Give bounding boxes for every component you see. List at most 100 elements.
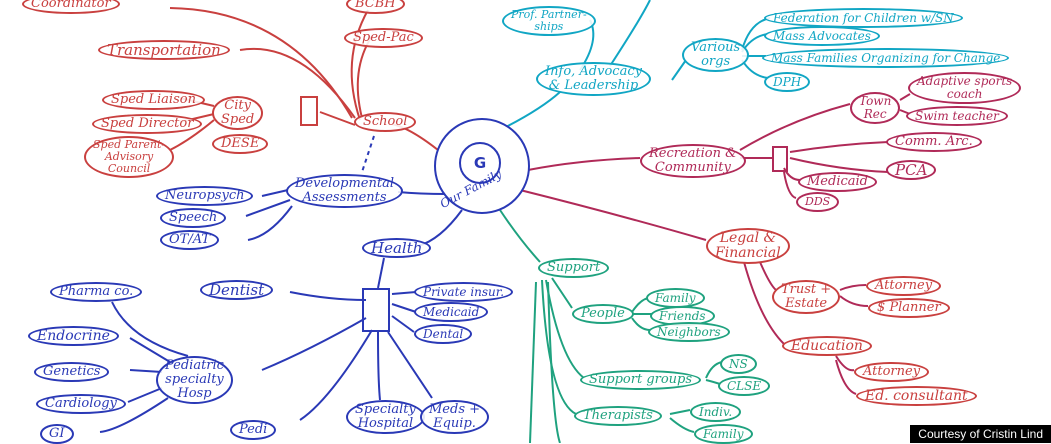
connector-legal-education xyxy=(743,261,785,345)
connector-box-peds xyxy=(261,317,367,371)
connector-support-people xyxy=(551,277,573,309)
connector-people-neighbors xyxy=(631,317,651,331)
node-swim-teacher: Swim teacher xyxy=(906,106,1008,126)
connector-box-comm xyxy=(789,141,889,153)
node-mass-families: Mass Families Organizing for Change xyxy=(762,48,1010,68)
connector-school-dev xyxy=(361,135,375,173)
connector-orgs-dph xyxy=(741,59,769,79)
node-dentist: Dentist xyxy=(200,280,274,300)
connector-health xyxy=(417,209,463,247)
node-developmental-assessments: Developmental Assessments xyxy=(286,174,403,208)
node-health: Health xyxy=(362,238,432,258)
node-education: Education xyxy=(782,336,872,356)
node-trust-estate: Trust + Estate xyxy=(772,280,841,314)
connector-edu-attorney xyxy=(835,355,855,372)
connector-town-adaptive xyxy=(899,93,911,101)
node-cardiology: Cardiology xyxy=(36,394,126,414)
node-dese: DESE xyxy=(212,134,269,154)
node-ed-consultant: Ed. consultant xyxy=(856,386,977,406)
node-dph: DPH xyxy=(764,72,811,92)
node-pharma-co: Pharma co. xyxy=(50,282,143,302)
connector-rec-town xyxy=(739,103,851,151)
connector-school-city xyxy=(319,111,356,126)
connector-support-down1 xyxy=(529,281,537,443)
connector-recreation xyxy=(527,157,641,171)
connector-health-box xyxy=(377,257,385,289)
connector-box-pca xyxy=(789,157,889,173)
connector-city-parent xyxy=(169,119,215,151)
connector-peds-genetics xyxy=(129,369,163,373)
connector-edu-consult xyxy=(835,359,857,395)
node-transportation: Transportation xyxy=(98,40,230,60)
connector-ther-family xyxy=(669,417,695,433)
connector-peds-endocrine xyxy=(129,337,171,363)
node-dds: DDS xyxy=(796,192,840,212)
connector-box-pedi xyxy=(299,329,373,421)
connector-school-spedpac xyxy=(356,35,373,119)
connector-trust-attorney xyxy=(839,284,867,291)
connector-devassess xyxy=(397,191,447,195)
connector-peds-pharma xyxy=(111,301,189,357)
connector-box-dds xyxy=(783,171,797,199)
connector-support xyxy=(499,209,541,263)
node-clse: CLSE xyxy=(718,376,771,396)
node-adaptive-sports: Adaptive sports coach xyxy=(908,72,1022,104)
node-town-rec: Town Rec xyxy=(850,92,901,124)
node-neighbors: Neighbors xyxy=(648,322,730,342)
connector-legal-trust xyxy=(759,261,777,291)
connector-dev-otat xyxy=(247,205,293,241)
node-genetics: Genetics xyxy=(34,362,110,382)
connector-peds-cardio xyxy=(127,387,163,403)
connector-support-therapists xyxy=(541,279,577,415)
node-bcbh: BCBH xyxy=(346,0,405,14)
node-sped-parent-council: Sped Parent- Advisory Council xyxy=(84,136,175,178)
node-attorney-trust: Attorney xyxy=(866,276,942,296)
health-grid-box xyxy=(362,288,390,332)
node-legal-financial: Legal & Financial xyxy=(706,228,790,264)
node-info-advocacy: Info, Advocacy & Leadership xyxy=(536,62,651,96)
node-comm-arc: Comm. Arc. xyxy=(886,132,982,152)
node-endocrine: Endocrine xyxy=(28,326,119,346)
node-speech: Speech xyxy=(160,208,227,228)
connector-info xyxy=(499,91,561,131)
node-sped-pac: Sped-Pac xyxy=(344,28,423,48)
connector-school-coordinator xyxy=(169,7,353,119)
connector-info-orgs xyxy=(671,59,687,81)
node-specialty-hospital: Specialty Hospital xyxy=(346,400,425,434)
node-medicaid-rec: Medicaid xyxy=(798,172,877,192)
node-prof-partnerships: Prof. Partner- ships xyxy=(502,6,596,36)
recreation-grid-box xyxy=(772,146,788,172)
connector-box-private xyxy=(391,291,417,295)
node-people: People xyxy=(572,304,634,324)
connector-box-medicaid xyxy=(391,303,417,313)
node-sped-director: Sped Director xyxy=(92,114,203,134)
connector-box-meds xyxy=(387,331,433,399)
connector-ther-indiv xyxy=(669,409,691,415)
center-family-letter: G xyxy=(459,142,501,184)
node-support-groups: Support groups xyxy=(580,370,702,390)
node-family-therapists: Family xyxy=(694,424,753,444)
connector-school-bcbh xyxy=(350,9,369,121)
connector-legal xyxy=(519,189,707,241)
node-federation: Federation for Children w/SN xyxy=(764,8,963,28)
node-ns: NS xyxy=(720,354,757,374)
node-planner: $ Planner xyxy=(868,298,950,318)
node-recreation-community: Recreation & Community xyxy=(640,144,746,178)
node-gi: GI xyxy=(40,424,74,444)
node-attorney-education: Attorney xyxy=(854,362,930,382)
school-grid-box xyxy=(300,96,318,126)
node-sped-liaison: Sped Liaison xyxy=(102,90,205,110)
node-ot-at: OT/AT xyxy=(160,230,220,250)
connector-dev-neuro xyxy=(261,189,289,197)
connector-people-family xyxy=(631,297,649,313)
connector-box-dentist xyxy=(289,291,367,301)
node-pca: PCA xyxy=(886,160,937,180)
node-indiv: Indiv. xyxy=(690,402,742,422)
node-private-insurance: Private insur. xyxy=(414,282,514,302)
image-credit: Courtesy of Cristin Lind xyxy=(910,425,1051,443)
node-dental: Dental xyxy=(414,324,473,344)
connector-dev-speech xyxy=(245,199,291,217)
connector-info-top xyxy=(609,0,651,67)
connector-support-down2 xyxy=(547,281,561,443)
connector-box-spechosp xyxy=(377,331,381,401)
